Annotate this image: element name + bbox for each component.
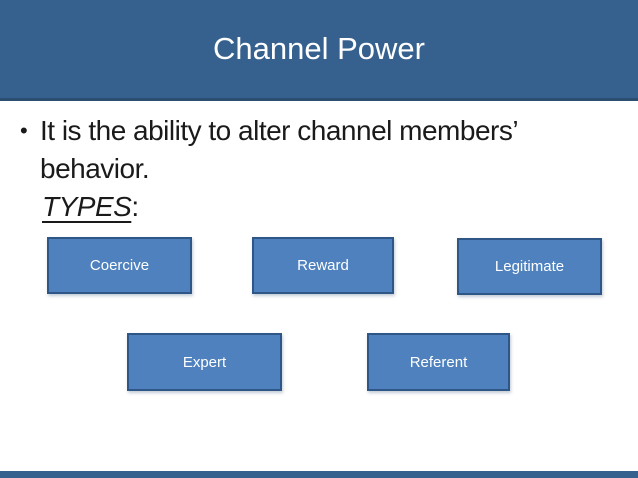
title-bar: Channel Power [0,0,638,101]
box-label-legitimate: Legitimate [494,258,565,275]
box-label-reward: Reward [297,257,349,274]
body-text-block: • It is the ability to alter channel mem… [20,112,620,226]
slide-title: Channel Power [213,31,425,66]
diagram-box-expert: Expert [127,333,282,391]
diagram-box-reward: Reward [252,237,394,294]
footer-bar [0,471,638,478]
bullet-line-2: behavior. [40,153,150,184]
diagram-box-coercive: Coercive [47,237,192,294]
bullet-line-1: It is the ability to alter channel membe… [40,115,519,146]
box-label-expert: Expert [182,353,227,371]
diagram-box-legitimate: Legitimate [457,238,602,295]
types-colon: : [131,191,139,222]
bullet-item: • It is the ability to alter channel mem… [20,112,620,150]
bullet-icon: • [20,118,28,143]
types-heading: TYPES: [42,188,620,226]
box-label-coercive: Coercive [89,257,150,274]
diagram-box-referent: Referent [367,333,510,391]
types-word: TYPES [42,191,132,222]
box-label-referent: Referent [409,353,468,371]
